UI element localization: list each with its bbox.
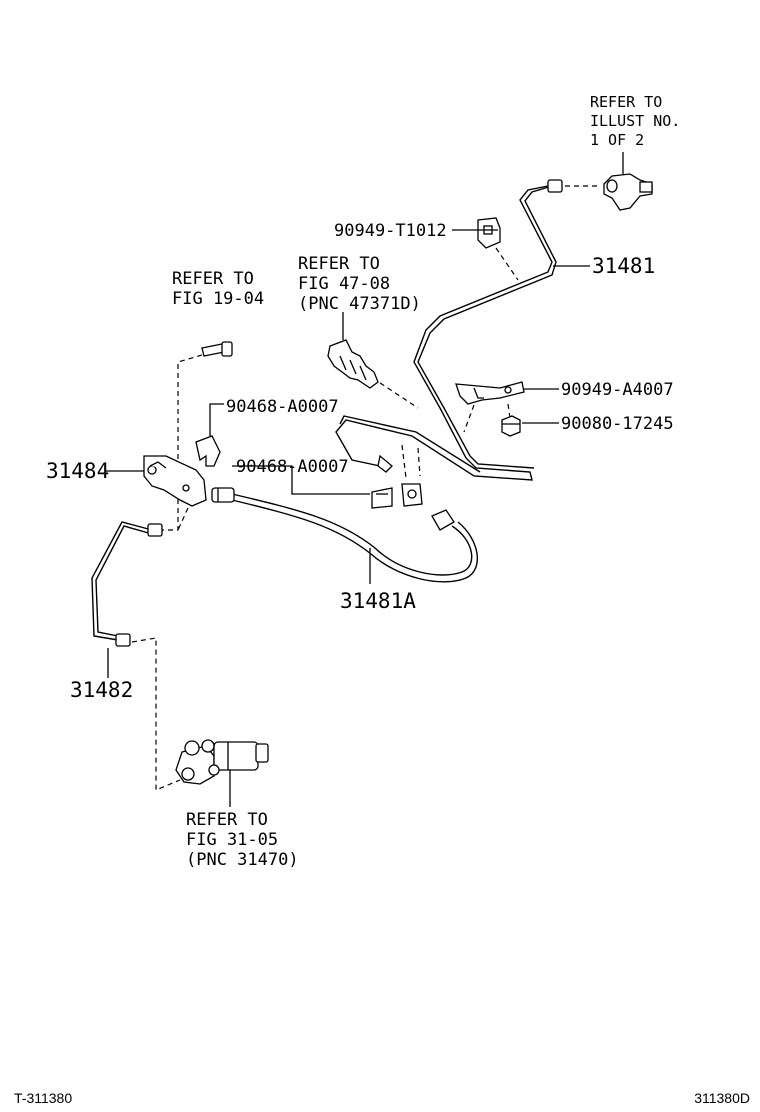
tube-end-nuts [115, 523, 163, 647]
bracket-31484 [143, 455, 207, 507]
hose-bracket-plate [377, 454, 423, 507]
label-31482: 31482 [70, 678, 133, 702]
tube-31481 [335, 185, 557, 481]
bolt-refer-fig19 [201, 341, 233, 357]
label-31481: 31481 [592, 254, 655, 278]
release-cylinder [175, 739, 269, 785]
clamp-90949-t1012 [477, 217, 501, 249]
refer-illust-line2: ILLUST NO. [590, 112, 680, 130]
footer-right-code: 311380D [694, 1090, 750, 1106]
leader-lines [106, 152, 624, 807]
refer-fig19-line2: FIG 19-04 [172, 289, 264, 309]
nut-90080-17245 [501, 415, 521, 437]
label-90468-a0007-upper: 90468-A0007 [226, 397, 339, 417]
tube-31482 [91, 521, 153, 641]
bracket-90949-a4007 [455, 381, 525, 405]
refer-illust-line3: 1 OF 2 [590, 131, 644, 149]
label-90080-17245: 90080-17245 [561, 414, 674, 434]
clip-90468-a0007-upper [195, 435, 221, 467]
refer-fig47-line2: FIG 47-08 [298, 274, 390, 294]
label-90949-t1012: 90949-T1012 [334, 221, 447, 241]
hose-fittings [211, 487, 455, 531]
footer-left-code: T-311380 [14, 1090, 73, 1106]
clip-refer-fig47 [327, 339, 379, 389]
label-31481a: 31481A [340, 589, 416, 613]
refer-fig31-line2: FIG 31-05 [186, 830, 278, 850]
master-cylinder-fitting [547, 173, 653, 211]
refer-illust-line1: REFER TO [590, 93, 662, 111]
refer-fig31-line3: (PNC 31470) [186, 850, 299, 870]
refer-fig47-line3: (PNC 47371D) [298, 294, 421, 314]
refer-fig47-line1: REFER TO [298, 254, 380, 274]
label-31484: 31484 [46, 459, 109, 483]
refer-fig31-line1: REFER TO [186, 810, 268, 830]
hose-31481a [231, 493, 479, 583]
label-90949-a4007: 90949-A4007 [561, 380, 674, 400]
refer-fig19-line1: REFER TO [172, 269, 254, 289]
clip-90468-a0007-lower [371, 487, 393, 509]
